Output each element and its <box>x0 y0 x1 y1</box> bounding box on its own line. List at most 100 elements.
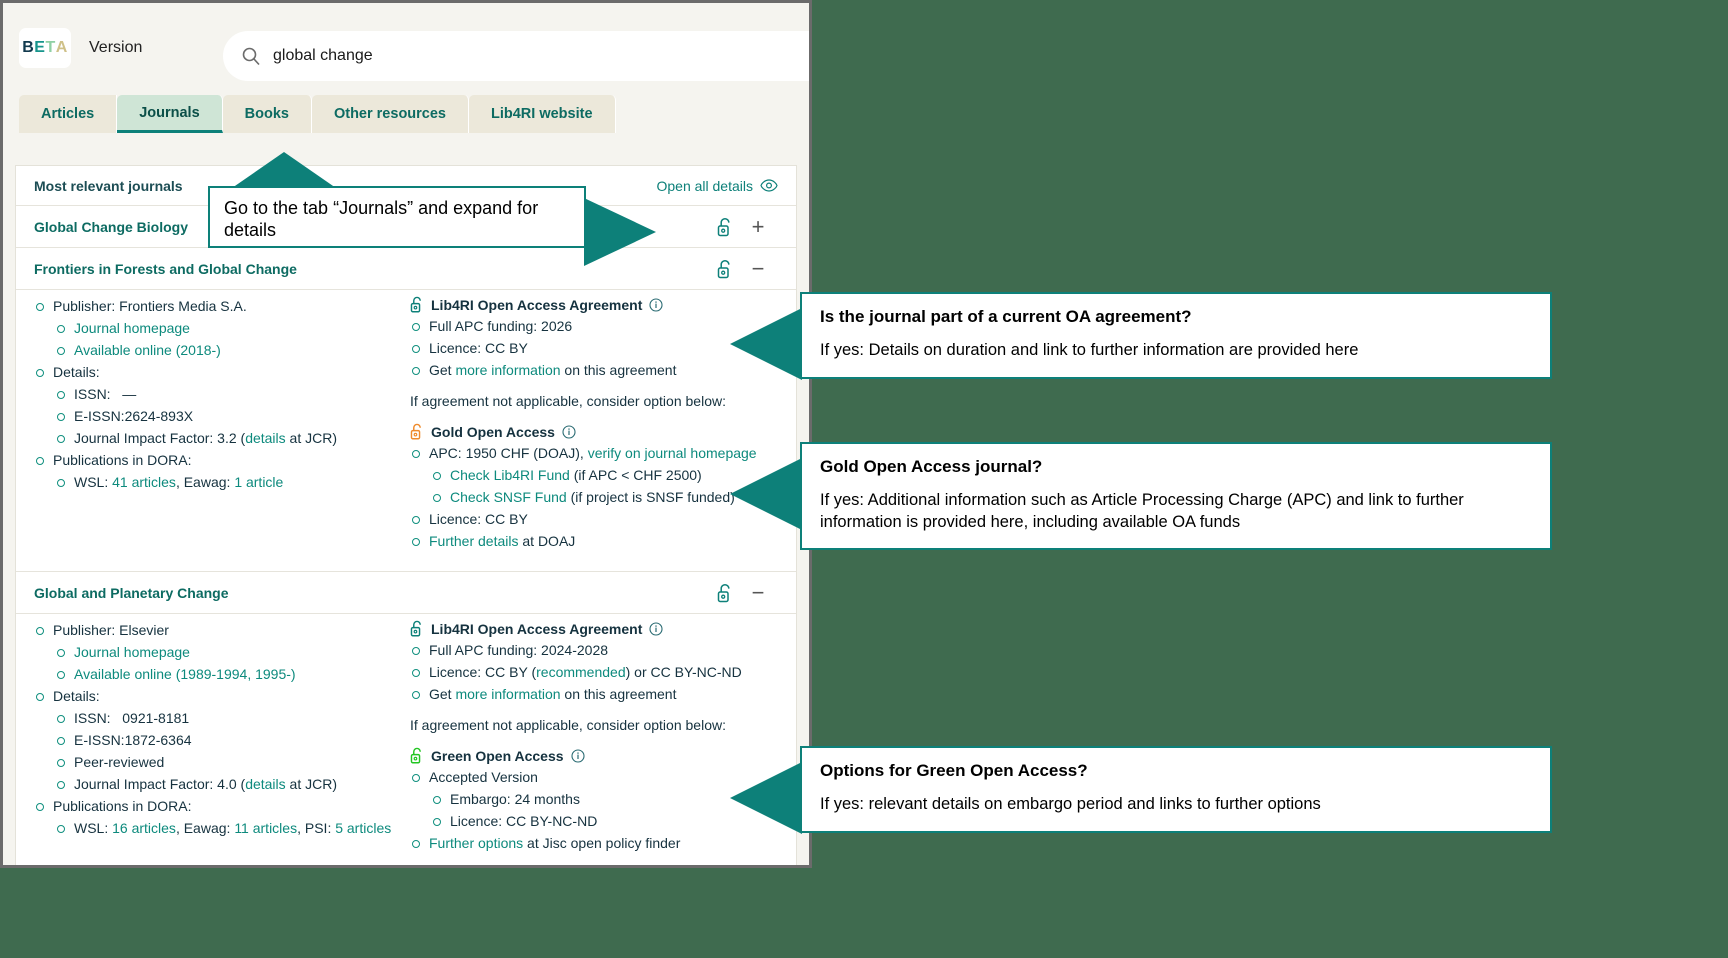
accepted-version-sublist: Embargo: 24 months Licence: CC BY-NC-ND <box>429 789 778 832</box>
details-label: Details: <box>53 364 100 380</box>
list-item-dora: Publications in DORA: WSL: 16 articles, … <box>34 796 402 839</box>
jif-suffix: at JCR) <box>285 430 337 446</box>
beta-letter-e: E <box>34 39 46 56</box>
further-options-suffix: at Jisc open policy finder <box>523 835 681 851</box>
dora-psi-link[interactable]: 5 articles <box>335 820 392 836</box>
journal-oa-column: Lib4RI Open Access Agreement Full APC fu… <box>402 296 778 553</box>
callout-green-oa: Options for Green Open Access? If yes: r… <box>730 746 1552 834</box>
oa-agreement-heading: Lib4RI Open Access Agreement <box>410 620 778 637</box>
callout-tab-hint: Go to the tab “Journals” and expand for … <box>208 152 656 266</box>
tab-bar: Articles Journals Books Other resources … <box>3 93 809 133</box>
journal-row-expanded-2[interactable]: Global and Planetary Change − <box>16 572 796 614</box>
dora-sublist: WSL: 41 articles, Eawag: 1 article <box>53 472 402 493</box>
list-item-lib4ri-fund: Check Lib4RI Fund (if APC < CHF 2500) <box>429 465 778 486</box>
beta-letter-t: T <box>45 39 56 56</box>
results-panel: Most relevant journals Open all details … <box>15 165 797 865</box>
verify-journal-homepage-link[interactable]: verify on journal homepage <box>587 445 757 461</box>
journal-title[interactable]: Global Change Biology <box>34 218 189 235</box>
callout-oa-agreement: Is the journal part of a current OA agre… <box>730 292 1552 380</box>
dora-label: Publications in DORA: <box>53 798 192 814</box>
more-info-suffix: on this agreement <box>560 362 677 378</box>
search-input[interactable]: global change <box>273 47 373 64</box>
journal-title[interactable]: Frontiers in Forests and Global Change <box>34 260 297 277</box>
list-item-homepage[interactable]: Journal homepage <box>53 642 402 663</box>
check-lib4ri-fund-link[interactable]: Check Lib4RI Fund <box>450 467 570 483</box>
callout-green-oa-body: If yes: relevant details on embargo peri… <box>820 795 1321 814</box>
further-details-suffix: at DOAJ <box>518 533 576 549</box>
journal-homepage-link[interactable]: Journal homepage <box>74 644 190 660</box>
green-oa-title: Green Open Access <box>431 747 564 764</box>
tab-bar-filler <box>616 132 809 133</box>
callout-pointer-left <box>730 308 802 380</box>
more-information-link[interactable]: more information <box>455 362 561 378</box>
list-item-dora: Publications in DORA: WSL: 41 articles, … <box>34 450 402 493</box>
collapse-journal-button[interactable]: − <box>751 255 765 281</box>
info-icon[interactable] <box>562 424 576 439</box>
list-item-homepage[interactable]: Journal homepage <box>53 318 402 339</box>
dora-eawag-link[interactable]: 11 articles <box>234 820 298 836</box>
gold-oa-heading: Gold Open Access <box>410 423 778 440</box>
list-item-details: Details: ISSN: — E-ISSN:2624-893X <box>34 362 402 449</box>
list-item-licence: Licence: CC BY (recommended) or CC BY-NC… <box>410 662 778 683</box>
list-item-accepted-version: Accepted Version Embargo: 24 months Lice… <box>410 767 778 832</box>
further-options-link[interactable]: Further options <box>429 835 524 851</box>
tab-journals[interactable]: Journals <box>117 95 223 133</box>
list-item-gold-licence: Licence: CC BY <box>410 509 778 530</box>
dora-eawag-link[interactable]: 1 article <box>234 474 284 490</box>
callout-oa-agreement-body: If yes: Details on duration and link to … <box>820 341 1359 360</box>
info-icon[interactable] <box>570 748 585 763</box>
recommended-licence-link[interactable]: recommended <box>536 664 626 680</box>
fallback-note: If agreement not applicable, consider op… <box>410 717 726 733</box>
further-details-link[interactable]: Further details <box>429 533 519 549</box>
tab-books[interactable]: Books <box>222 95 312 133</box>
callout-gold-oa-title: Gold Open Access journal? <box>820 457 1043 476</box>
callout-pointer-left <box>730 458 802 530</box>
list-item-apc-funding: Full APC funding: 2024-2028 <box>410 640 778 661</box>
dora-mid: , Eawag: <box>175 474 235 490</box>
metadata-list: Publisher: Elsevier Journal homepage Ava… <box>34 620 402 839</box>
list-item-available-online[interactable]: Available online (2018-) <box>53 340 402 361</box>
dora-wsl-link[interactable]: 41 articles <box>112 474 176 490</box>
journal-metadata-column: Publisher: Frontiers Media S.A. Journal … <box>34 296 402 553</box>
tab-other-resources[interactable]: Other resources <box>311 95 469 133</box>
tab-lib4ri-website[interactable]: Lib4RI website <box>469 95 616 133</box>
list-item-eissn: E-ISSN:1872-6364 <box>53 730 402 751</box>
journal-row-expanded-1[interactable]: Frontiers in Forests and Global Change − <box>16 248 796 290</box>
publisher-sublist: Journal homepage Available online (1989-… <box>53 642 402 685</box>
jif-prefix: Journal Impact Factor: 4.0 ( <box>74 776 246 792</box>
dora-prefix: WSL: <box>74 820 113 836</box>
eye-icon <box>760 179 778 192</box>
open-all-details-button[interactable]: Open all details <box>656 178 778 194</box>
dora-label: Publications in DORA: <box>53 452 192 468</box>
jcr-details-link[interactable]: details <box>245 430 286 446</box>
list-item-further-details: Further details at DOAJ <box>410 531 778 552</box>
available-online-link[interactable]: Available online (1989-1994, 1995-) <box>74 666 296 682</box>
info-icon[interactable] <box>649 297 663 312</box>
list-item-publisher: Publisher: Frontiers Media S.A. Journal … <box>34 296 402 361</box>
list-item-available-online[interactable]: Available online (1989-1994, 1995-) <box>53 664 402 685</box>
journal-homepage-link[interactable]: Journal homepage <box>74 320 190 336</box>
collapse-journal-button[interactable]: − <box>751 579 765 605</box>
info-icon[interactable] <box>649 621 663 636</box>
expand-journal-button[interactable]: + <box>751 213 765 239</box>
dora-wsl-link[interactable]: 16 articles <box>112 820 176 836</box>
oa-agreement-list: Full APC funding: 2024-2028 Licence: CC … <box>410 640 778 705</box>
dora-prefix: WSL: <box>74 474 113 490</box>
journal-title[interactable]: Global and Planetary Change <box>34 584 229 601</box>
results-title: Most relevant journals <box>34 177 183 194</box>
callout-green-oa-title: Options for Green Open Access? <box>820 761 1088 780</box>
list-item-publisher: Publisher: Elsevier Journal homepage Ava… <box>34 620 402 685</box>
available-online-link[interactable]: Available online (2018-) <box>74 342 221 358</box>
check-snsf-fund-link[interactable]: Check SNSF Fund <box>450 489 567 505</box>
jcr-details-link[interactable]: details <box>245 776 286 792</box>
search-bar[interactable]: global change <box>223 31 809 81</box>
issn-label: ISSN: <box>74 386 111 402</box>
licence-suffix: ) or CC BY-NC-ND <box>625 664 742 680</box>
eissn-value: 1872-6364 <box>124 732 192 748</box>
callout-tab-hint-text: Go to the tab “Journals” and expand for … <box>224 198 539 240</box>
tab-articles[interactable]: Articles <box>19 95 118 133</box>
list-item-licence: Licence: CC BY <box>410 338 778 359</box>
more-information-link[interactable]: more information <box>455 686 561 702</box>
callout-pointer-right <box>584 198 656 266</box>
